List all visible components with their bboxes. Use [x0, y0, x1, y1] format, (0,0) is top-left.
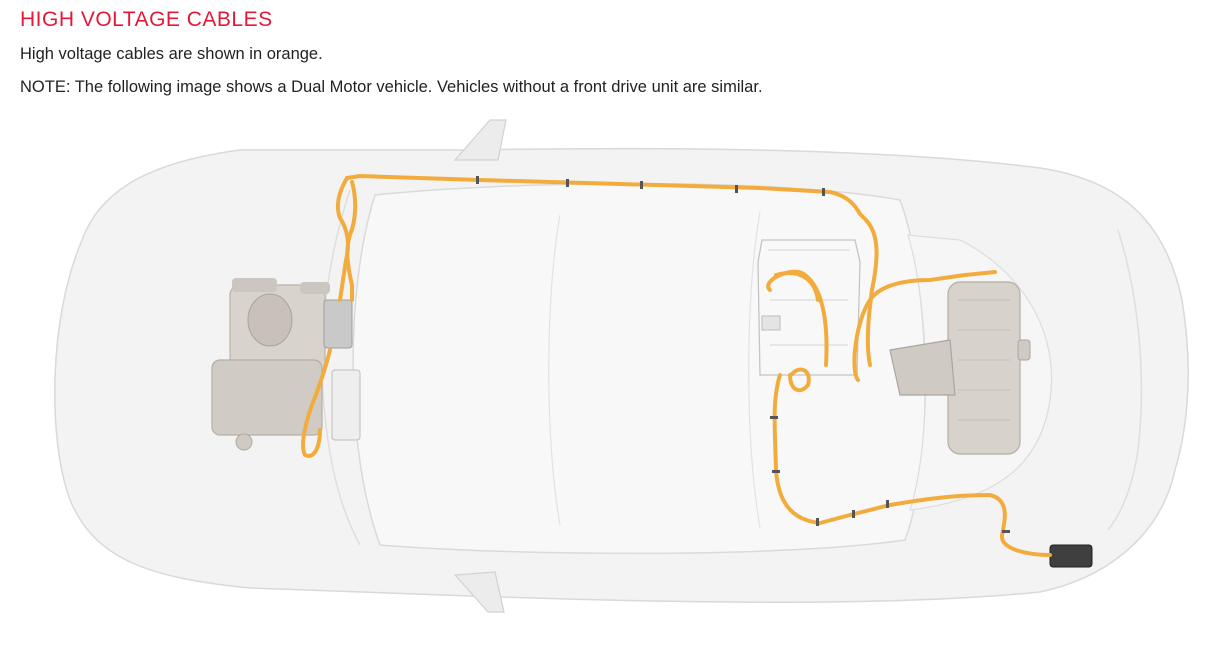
left-mirror — [453, 119, 507, 161]
hv-cable-front-2 — [345, 180, 358, 302]
page-title: HIGH VOLTAGE CABLES — [20, 8, 273, 31]
front-power-module — [323, 299, 353, 349]
hv-cable-rear-loop — [766, 269, 829, 367]
cable-clips — [476, 176, 1010, 533]
right-mirror — [453, 571, 505, 613]
vehicle-diagram — [54, 119, 1189, 613]
hv-cable-pe-side — [864, 218, 879, 367]
hv-cable-front-3 — [301, 348, 332, 458]
rear-power-electronics — [757, 239, 861, 376]
front-hv-bracket — [331, 369, 361, 441]
hv-cable-to-rear-connector — [772, 373, 1052, 557]
front-drive-unit — [211, 278, 330, 451]
hv-cable-pe-lower — [788, 367, 811, 393]
hv-cable-rear-inner — [774, 271, 820, 302]
rear-hv-connector — [1049, 544, 1093, 568]
rear-drive-unit — [889, 281, 1031, 455]
intro-text: High voltage cables are shown in orange. — [20, 45, 323, 63]
note-text: NOTE: The following image shows a Dual M… — [20, 78, 763, 96]
hv-cable-main — [345, 174, 868, 222]
high-voltage-cables — [301, 174, 1052, 557]
